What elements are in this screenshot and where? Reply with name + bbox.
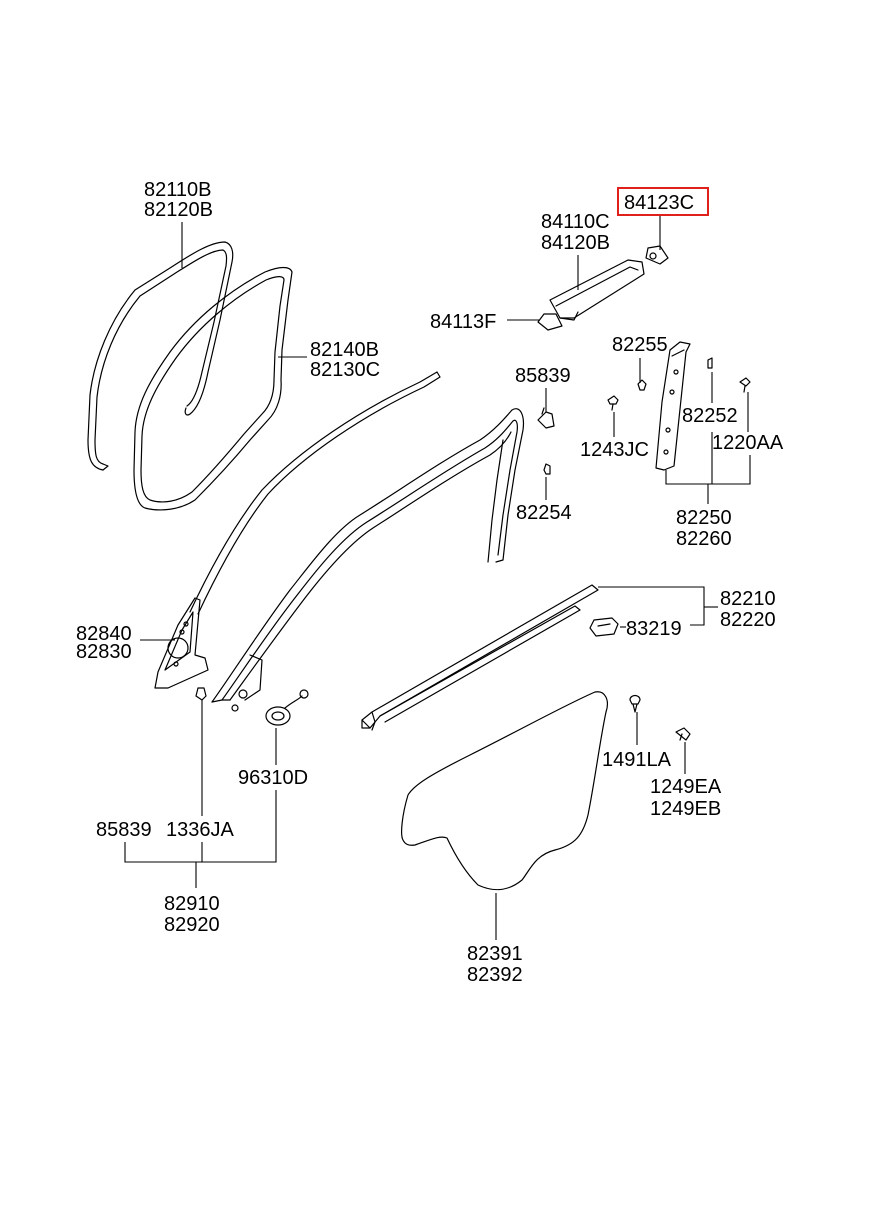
pillar-garnish-82250-drawing [655, 341, 691, 471]
clip-85839-lower-drawing [195, 687, 207, 701]
screws-drawing [607, 357, 751, 411]
clip-83219-drawing [589, 617, 619, 637]
weatherstrip-82140b-drawing [133, 266, 293, 511]
label-82210[interactable]: 82210 [720, 588, 776, 610]
label-82250[interactable]: 82250 [676, 507, 732, 529]
highlight-box-84123c [617, 187, 709, 216]
label-82910[interactable]: 82910 [164, 893, 220, 915]
belt-moulding-82210-drawing [361, 584, 599, 731]
delta-window-82840-drawing [154, 597, 209, 689]
label-82255[interactable]: 82255 [612, 334, 668, 356]
label-82252[interactable]: 82252 [682, 405, 738, 427]
moulding-84110c-drawing [549, 259, 645, 321]
label-82254[interactable]: 82254 [516, 502, 572, 524]
leader-lines [124, 216, 751, 940]
end-cap-84113f-drawing [537, 313, 563, 331]
end-cap-84123c-drawing [645, 245, 669, 265]
label-82140b[interactable]: 82140B [310, 339, 379, 361]
label-1243jc[interactable]: 1243JC [580, 439, 649, 461]
door-glass-82391-drawing [401, 691, 608, 891]
part-labels: 82110B 82120B 82140B 82130C 84123C 84110… [76, 179, 784, 986]
label-96310d[interactable]: 96310D [238, 767, 308, 789]
label-82391[interactable]: 82391 [467, 943, 523, 965]
label-1336ja[interactable]: 1336JA [166, 819, 234, 841]
clip-82254-drawing [543, 463, 551, 475]
label-82120b[interactable]: 82120B [144, 199, 213, 221]
label-1491la[interactable]: 1491LA [602, 749, 672, 771]
label-1249ea[interactable]: 1249EA [650, 776, 722, 798]
label-82392[interactable]: 82392 [467, 964, 523, 986]
label-84120b[interactable]: 84120B [541, 232, 610, 254]
tweeter-96310d-drawing [265, 689, 309, 726]
label-83219[interactable]: 83219 [626, 618, 682, 640]
label-82220[interactable]: 82220 [720, 609, 776, 631]
label-1220aa[interactable]: 1220AA [712, 432, 784, 454]
weatherstrip-82110b-drawing [87, 241, 234, 471]
label-82830[interactable]: 82830 [76, 641, 132, 663]
label-84123c[interactable]: 84123C [624, 192, 694, 214]
label-82260[interactable]: 82260 [676, 528, 732, 550]
label-82110b[interactable]: 82110B [144, 179, 211, 201]
glass-run-channel-drawing [211, 408, 525, 712]
front-moulding-drawing [189, 371, 441, 615]
fasteners-drawing [629, 694, 691, 741]
label-82130c[interactable]: 82130C [310, 359, 380, 381]
label-84113f[interactable]: 84113F [430, 311, 496, 333]
label-82920[interactable]: 82920 [164, 914, 220, 936]
label-82840[interactable]: 82840 [76, 623, 132, 645]
label-84110c[interactable]: 84110C [541, 211, 610, 233]
label-85839-upper[interactable]: 85839 [515, 365, 571, 387]
label-1249eb[interactable]: 1249EB [650, 798, 721, 820]
label-85839-lower[interactable]: 85839 [96, 819, 152, 841]
clip-85839-upper-drawing [537, 407, 555, 429]
